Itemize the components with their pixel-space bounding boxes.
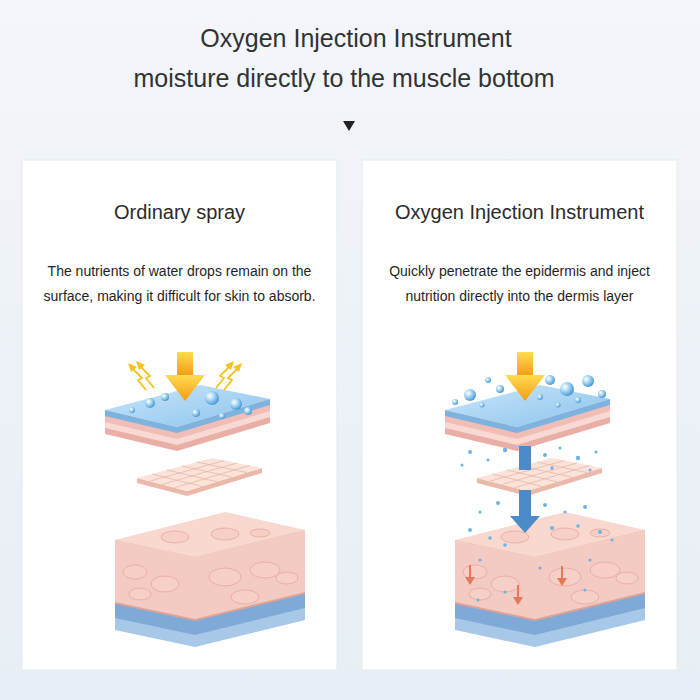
water-drops <box>129 391 252 419</box>
skin-layers <box>105 385 305 647</box>
panel-box: Ordinary sprayThe nutrients of water dro… <box>22 160 337 670</box>
panel <box>362 160 677 670</box>
water-drops <box>452 375 606 408</box>
absorb-arrows <box>465 565 567 605</box>
down-triangle <box>343 121 355 131</box>
penetration-arrow <box>510 446 540 533</box>
penetrating-dots <box>461 447 614 602</box>
skin-layers <box>445 385 645 647</box>
spray-arrow <box>505 352 545 401</box>
panel-heading: Ordinary spray <box>22 198 337 226</box>
title: Oxygen Injection Instrument moisture dir… <box>133 18 555 98</box>
panel-description: Quickly penetrate the epidermis and inje… <box>370 259 669 309</box>
dermis-block <box>455 512 645 647</box>
dermis-block <box>115 512 305 647</box>
panel-box: Oxygen Injection InstrumentQuickly penet… <box>362 160 677 670</box>
panel-heading: Oxygen Injection Instrument <box>362 198 677 226</box>
panel-description: The nutrients of water drops remain on t… <box>30 259 329 309</box>
spray-arrow <box>165 352 205 401</box>
panel <box>22 160 337 670</box>
mesh-layer <box>477 458 602 496</box>
mesh-layer <box>137 458 262 496</box>
